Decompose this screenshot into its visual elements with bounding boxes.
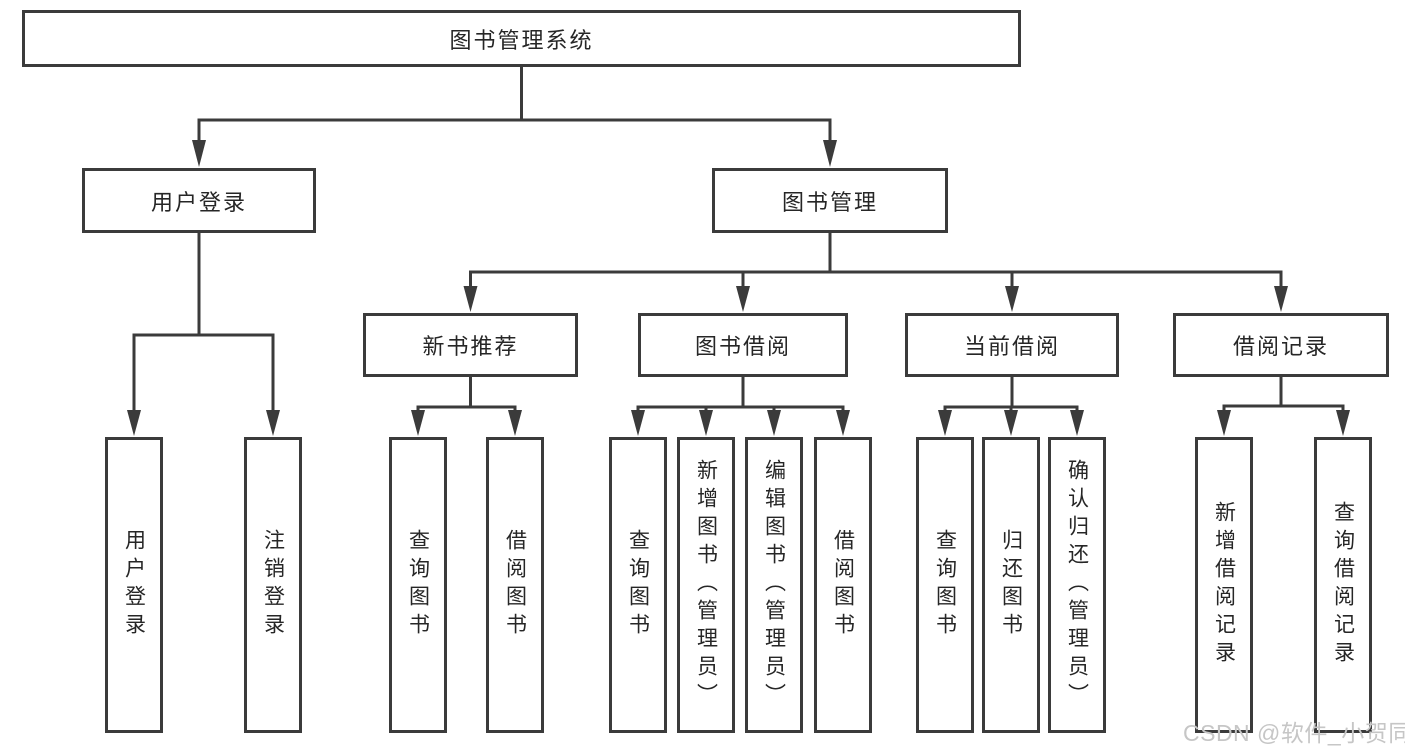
node-leaf-query-books-current: 查询图书 <box>916 437 974 733</box>
node-leaf-add-books-admin: 新增图书（管理员） <box>677 437 735 733</box>
node-borrow-record: 借阅记录 <box>1173 313 1389 377</box>
node-leaf-user-login: 用户登录 <box>105 437 163 733</box>
node-leaf-query-books-recommend: 查询图书 <box>389 437 447 733</box>
node-new-book-recommend: 新书推荐 <box>363 313 578 377</box>
node-user-login: 用户登录 <box>82 168 316 233</box>
node-leaf-confirm-return-admin: 确认归还（管理员） <box>1048 437 1106 733</box>
node-leaf-query-books-borrow: 查询图书 <box>609 437 667 733</box>
node-leaf-add-borrow-record: 新增借阅记录 <box>1195 437 1253 733</box>
node-library-management-system: 图书管理系统 <box>22 10 1021 67</box>
node-leaf-edit-books-admin: 编辑图书（管理员） <box>745 437 803 733</box>
node-book-borrow: 图书借阅 <box>638 313 848 377</box>
node-current-borrow: 当前借阅 <box>905 313 1119 377</box>
node-leaf-query-borrow-record: 查询借阅记录 <box>1314 437 1372 733</box>
node-book-management: 图书管理 <box>712 168 948 233</box>
node-leaf-logout-login: 注销登录 <box>244 437 302 733</box>
node-leaf-borrow-books: 借阅图书 <box>814 437 872 733</box>
node-leaf-return-books: 归还图书 <box>982 437 1040 733</box>
csdn-watermark: CSDN @软件_小贺同学 <box>1183 720 1405 746</box>
node-leaf-borrow-books-recommend: 借阅图书 <box>486 437 544 733</box>
